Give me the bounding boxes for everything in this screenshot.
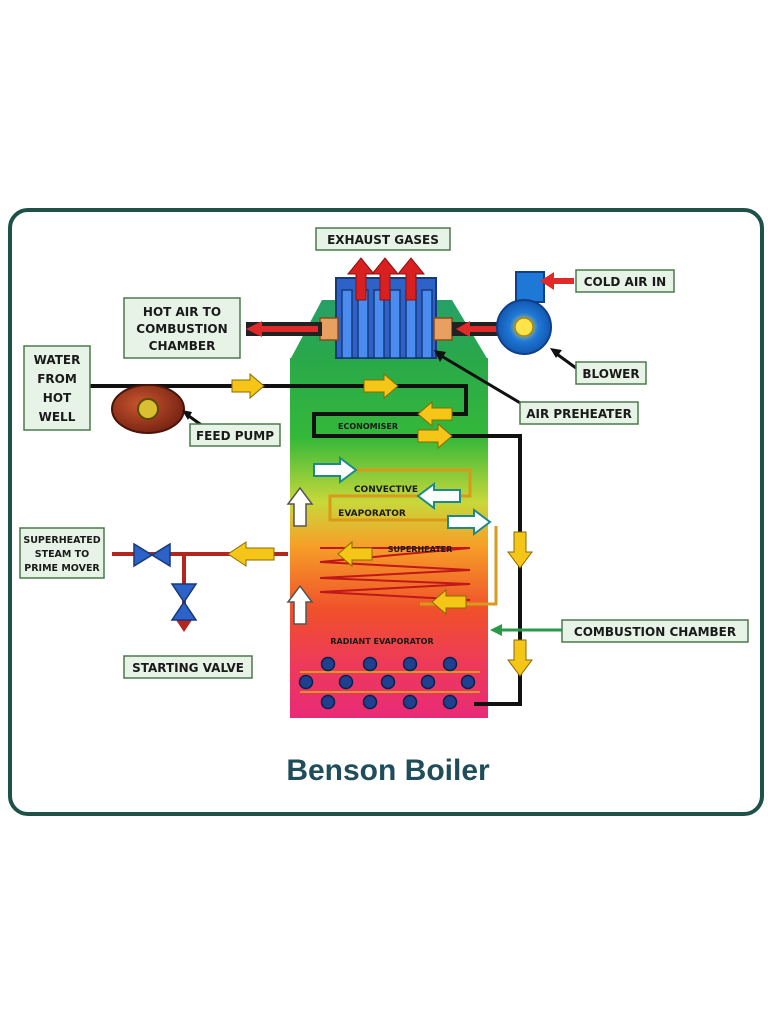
feed-pump-pointer: [182, 410, 192, 420]
burner-nozzle: [338, 674, 354, 690]
svg-text:WATER: WATER: [34, 353, 81, 367]
blower-air-arrow: [456, 321, 500, 337]
label-air-preheater: AIR PREHEATER: [519, 401, 639, 425]
label-hot-air: HOT AIR TO COMBUSTION CHAMBER: [123, 297, 241, 359]
label-evaporator: EVAPORATOR: [338, 509, 406, 519]
burner-nozzle: [320, 694, 336, 710]
svg-text:EXHAUST GASES: EXHAUST GASES: [327, 233, 439, 247]
air-preheater-pointer: [434, 350, 446, 362]
convective-air-arrow-2: [416, 482, 461, 510]
svg-text:SUPERHEATED: SUPERHEATED: [23, 535, 100, 546]
feed-pump: [111, 384, 185, 434]
convective-evaporator-coil: [328, 468, 472, 522]
burner-nozzle: [298, 674, 314, 690]
combustion-chamber-pointer: [490, 624, 502, 636]
label-superheater: SUPERHEATER: [388, 545, 453, 554]
starting-valve[interactable]: [170, 583, 198, 621]
boiler-furnace: [290, 358, 488, 718]
burner-nozzle: [402, 694, 418, 710]
svg-text:AIR PREHEATER: AIR PREHEATER: [526, 407, 632, 421]
svg-text:STEAM TO: STEAM TO: [35, 549, 89, 560]
hot-air-arrow: [246, 321, 318, 337]
svg-text:HOT AIR TO: HOT AIR TO: [143, 305, 221, 319]
burner-nozzle: [402, 656, 418, 672]
svg-text:COMBUSTION: COMBUSTION: [136, 322, 227, 336]
svg-text:HOT: HOT: [43, 391, 72, 405]
svg-text:WELL: WELL: [39, 410, 76, 424]
label-starting-valve: STARTING VALVE: [123, 655, 253, 679]
label-exhaust-gases: EXHAUST GASES: [315, 227, 451, 251]
downflow-arrow-2: [507, 639, 533, 677]
label-cold-air-in: COLD AIR IN: [575, 269, 675, 293]
label-economiser: ECONOMISER: [338, 422, 398, 431]
convective-air-arrow-3: [447, 508, 492, 536]
burner-nozzle: [442, 656, 458, 672]
label-combustion-chamber: COMBUSTION CHAMBER: [561, 619, 749, 643]
steam-flow-arrow: [227, 541, 275, 567]
superheater-flow-arrow: [337, 540, 373, 568]
burner-nozzle: [362, 694, 378, 710]
burner-nozzle: [320, 656, 336, 672]
downflow-arrow-1: [507, 531, 533, 569]
blower-fan: [496, 271, 574, 355]
label-feed-pump: FEED PUMP: [189, 423, 281, 447]
burner-nozzle: [420, 674, 436, 690]
rising-arrow-upper: [286, 486, 314, 527]
superheater-coil: [319, 547, 471, 601]
svg-text:BLOWER: BLOWER: [582, 367, 639, 381]
diagram-title: Benson Boiler: [286, 754, 490, 787]
inlet-flow-arrow: [231, 372, 265, 400]
svg-text:COMBUSTION CHAMBER: COMBUSTION CHAMBER: [574, 625, 736, 639]
label-radiant-evaporator: RADIANT EVAPORATOR: [330, 637, 433, 646]
svg-text:STARTING VALVE: STARTING VALVE: [132, 661, 244, 675]
blower-pointer: [550, 348, 562, 358]
exhaust-arrows: [346, 257, 426, 301]
economiser-arrow-3: [417, 422, 453, 450]
label-superheated-steam: SUPERHEATED STEAM TO PRIME MOVER: [19, 527, 105, 579]
burner-nozzle: [460, 674, 476, 690]
label-water-from-hot-well: WATER FROM HOT WELL: [23, 345, 91, 431]
water-inlet-pipe: [78, 384, 522, 706]
outlet-valve[interactable]: [133, 542, 171, 568]
svg-text:PRIME MOVER: PRIME MOVER: [24, 563, 100, 574]
rising-arrow-lower: [286, 584, 314, 625]
svg-text:CHAMBER: CHAMBER: [149, 339, 216, 353]
svg-text:COLD AIR IN: COLD AIR IN: [584, 275, 666, 289]
label-blower: BLOWER: [575, 361, 647, 385]
burner-nozzle: [380, 674, 396, 690]
superheater-return-arrow: [431, 588, 467, 616]
economiser-arrow-1: [363, 372, 399, 400]
svg-text:FROM: FROM: [37, 372, 77, 386]
radiant-burners: [298, 656, 480, 710]
burner-nozzle: [362, 656, 378, 672]
burner-nozzle: [442, 694, 458, 710]
economiser-arrow-2: [417, 400, 453, 428]
svg-text:FEED PUMP: FEED PUMP: [196, 429, 274, 443]
starting-valve-outflow: [176, 614, 192, 632]
convective-air-arrow-1: [313, 456, 358, 484]
label-convective: CONVECTIVE: [354, 485, 418, 495]
